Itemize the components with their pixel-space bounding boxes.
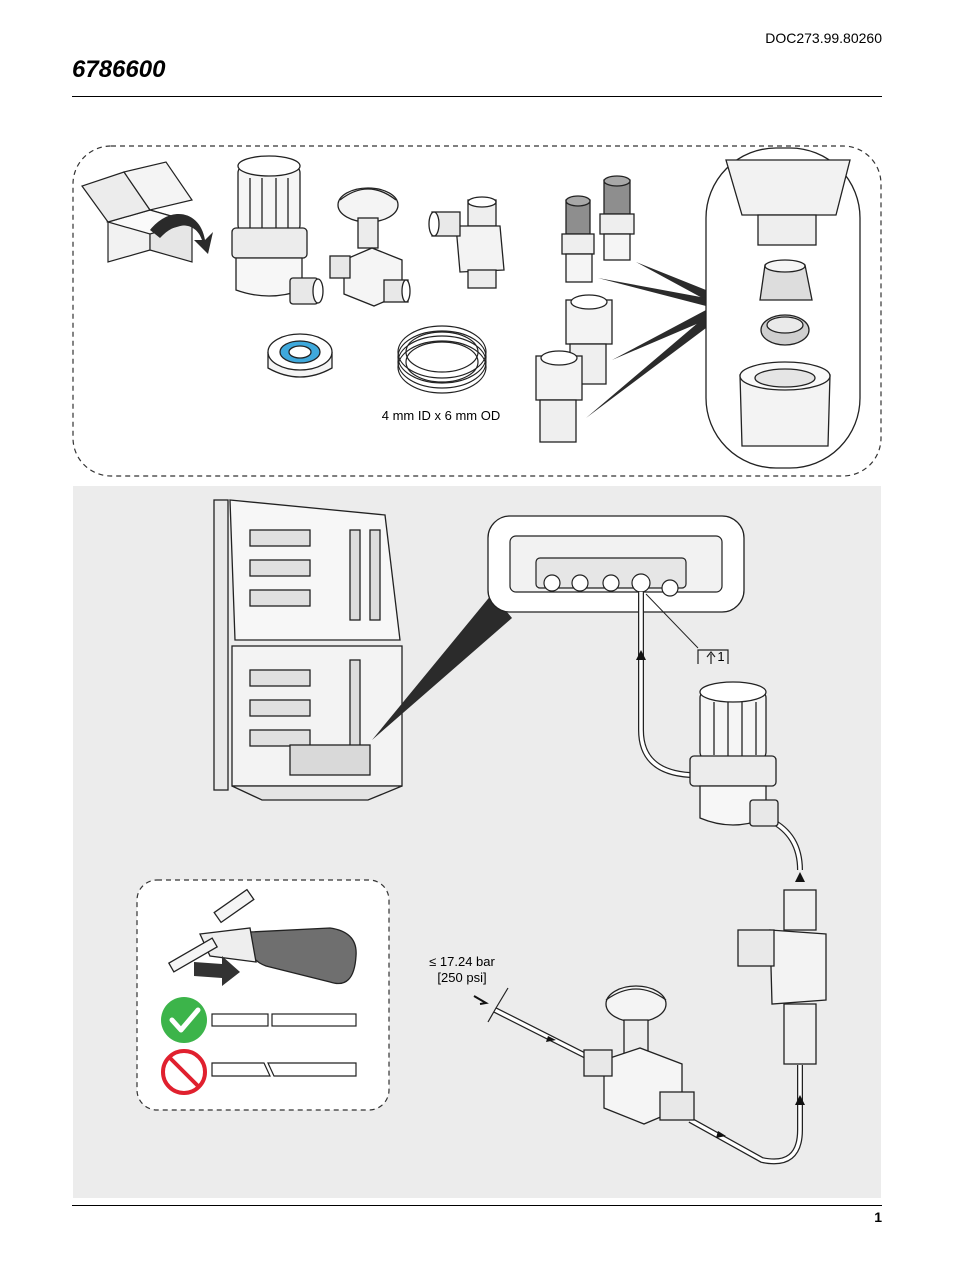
fitting-detail-parts — [725, 159, 851, 447]
pressure-regulator-installed-icon — [689, 681, 779, 827]
incorrect-cut-icon — [161, 1049, 207, 1095]
parts-panel — [72, 145, 882, 477]
tubing-size-label: 4 mm ID x 6 mm OD — [381, 408, 501, 423]
tubing-coil-icon — [397, 325, 487, 394]
correct-cut-tube — [211, 1013, 357, 1027]
leader-line — [645, 593, 699, 649]
max-pressure-bar: ≤ 17.24 bar — [429, 954, 495, 969]
document-id: DOC273.99.80260 — [765, 30, 882, 46]
inlet-arrow-icon — [473, 995, 489, 1005]
pressure-regulator-icon — [231, 155, 324, 305]
page-title: 6786600 — [72, 56, 166, 83]
tube-cutter-icon — [167, 888, 357, 985]
callout-number: 1 — [717, 649, 725, 664]
needle-valve-icon — [329, 187, 411, 307]
arrow-icon — [150, 213, 213, 254]
compression-fittings-icon — [535, 175, 635, 443]
page-number: 1 — [874, 1209, 882, 1225]
cut-direction-arrow-icon — [194, 956, 240, 986]
footer-rule — [72, 1205, 882, 1206]
header-rule — [72, 96, 882, 97]
tee-fitting-icon — [428, 196, 505, 289]
callout-flag-icon — [697, 649, 729, 664]
sample-tubing — [493, 592, 803, 1165]
tee-fitting-installed-icon — [737, 889, 827, 1065]
flow-arrow-icon — [546, 650, 805, 1138]
detail-callout-wedge — [586, 262, 706, 418]
analyzer-enclosure-icon — [213, 499, 403, 801]
incorrect-cut-tube — [211, 1062, 357, 1077]
needle-valve-installed-icon — [583, 985, 695, 1125]
connector-ports — [509, 535, 723, 597]
ptfe-tape-icon — [267, 333, 333, 378]
tube-cut-end — [487, 987, 509, 1023]
correct-cut-icon — [161, 997, 207, 1043]
connector-callout-wedge — [372, 594, 512, 740]
open-box-icon — [81, 161, 195, 263]
max-pressure-psi: [250 psi] — [437, 970, 487, 985]
